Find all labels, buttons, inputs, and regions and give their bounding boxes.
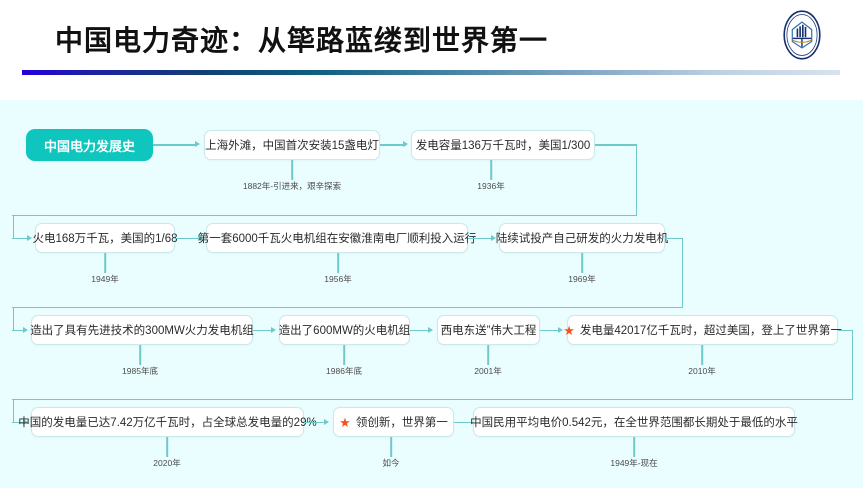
flow-node-label: 第一套6000千瓦火电机组在安徽淮南电厂顺利投入运行 (197, 233, 477, 245)
date-tick (139, 345, 141, 365)
connector-segment (454, 421, 476, 424)
flow-node-label: 西电东送”伟大工程 (440, 325, 537, 337)
connector-segment (304, 421, 326, 424)
connector-segment (665, 237, 683, 240)
date-caption: 1949年 (91, 274, 119, 284)
connector-segment (468, 237, 494, 240)
connector-arrow (324, 418, 329, 425)
flow-node[interactable]: 陆续试投产自己研发的火力发电机 (496, 223, 668, 253)
flow-node-label: 上海外滩，中国首次安装15盏电灯 (205, 140, 379, 152)
connector-segment (12, 306, 682, 309)
flow-node-label: 领创新，世界第一 (355, 417, 448, 429)
connector-segment (12, 329, 25, 332)
connector-arrow (198, 234, 203, 241)
date-tick (701, 345, 703, 365)
flow-node-label: 造出了600MW的火电机组 (278, 325, 411, 337)
flow-node-label: 中国民用平均电价0.542元，在全世界范围都长期处于最低的水平 (470, 417, 798, 429)
date-tick (490, 160, 492, 180)
flow-node[interactable]: 发电容量136万千瓦时，美国1/300 (411, 130, 595, 160)
flow-node[interactable]: 第一套6000千瓦火电机组在安徽淮南电厂顺利投入运行 (198, 223, 476, 253)
connector-segment (175, 237, 201, 240)
connector-segment (153, 144, 195, 146)
date-tick (337, 253, 339, 273)
slide-header: 中国电力奇迹：从筚路蓝缕到世界第一 (0, 0, 863, 100)
connector-segment (12, 398, 15, 423)
page-title: 中国电力奇迹：从筚路蓝缕到世界第一 (55, 25, 549, 56)
connector-segment (410, 329, 430, 332)
connector-segment (635, 144, 638, 216)
connector-arrow (491, 234, 496, 241)
connector-segment (540, 329, 560, 332)
date-caption: 1949年-现在 (610, 458, 658, 468)
connector-segment (12, 214, 15, 239)
date-caption: 2020年 (153, 458, 181, 468)
date-caption: 2001年 (474, 366, 502, 376)
date-tick (166, 437, 168, 457)
connector-segment (253, 329, 273, 332)
flow-node-label: 发电量42017亿千瓦时，超过美国，登上了世界第一 (579, 325, 842, 337)
connector-arrow (403, 140, 408, 147)
flow-node-highlight[interactable]: ★ 领创新，世界第一 (333, 407, 454, 437)
flow-node-label: 火电168万千瓦，美国的1/68 (32, 233, 178, 245)
flow-node[interactable]: 造出了600MW的火电机组 (279, 315, 410, 345)
connector-segment (380, 144, 406, 146)
connector-arrow (195, 140, 200, 147)
connector-segment (12, 237, 29, 240)
flow-node[interactable]: 中国民用平均电价0.542元，在全世界范围都长期处于最低的水平 (470, 407, 798, 437)
flow-node[interactable]: 上海外滩，中国首次安装15盏电灯 (204, 130, 380, 160)
connector-segment (12, 398, 852, 401)
flow-node[interactable]: 西电东送”伟大工程 (437, 315, 540, 345)
date-tick (291, 160, 293, 180)
flowchart-panel: 中国电力发展史 上海外滩，中国首次安装15盏电灯 1882年-引进来，艰辛探索 … (0, 100, 863, 488)
connector-segment (12, 214, 636, 217)
date-tick (104, 253, 106, 273)
connector-arrow (27, 234, 32, 241)
connector-segment (595, 144, 637, 146)
connector-segment (851, 329, 854, 400)
date-caption: 1969年 (568, 274, 596, 284)
date-caption: 1882年-引进来，艰辛探索 (242, 181, 342, 191)
connector-segment (681, 237, 684, 308)
connector-arrow (558, 326, 563, 333)
date-caption: 1985年底 (122, 366, 158, 376)
date-tick (581, 253, 583, 273)
flow-node-label: 发电容量136万千瓦时，美国1/300 (415, 140, 591, 152)
flow-node[interactable]: 中国的发电量已达7.42万亿千瓦时，占全球总发电量的29% (18, 407, 317, 437)
title-underline-rule (22, 70, 840, 75)
university-logo-icon (783, 10, 821, 60)
flow-node-highlight[interactable]: ★ 发电量42017亿千瓦时，超过美国，登上了世界第一 (563, 315, 842, 345)
date-caption: 1986年底 (326, 366, 362, 376)
date-tick (390, 437, 392, 457)
date-caption: 1936年 (477, 181, 505, 191)
date-caption: 如今 (382, 458, 400, 468)
flow-node[interactable]: 造出了具有先进技术的300MW火力发电机组 (30, 315, 254, 345)
flow-node[interactable]: 火电168万千瓦，美国的1/68 (32, 223, 178, 253)
connector-arrow (271, 326, 276, 333)
connector-segment (12, 306, 15, 331)
flow-node-label: 陆续试投产自己研发的火力发电机 (495, 233, 669, 245)
connector-arrow (428, 326, 433, 333)
star-icon: ★ (563, 322, 575, 338)
star-icon: ★ (339, 414, 351, 430)
date-tick (487, 345, 489, 365)
date-tick (343, 345, 345, 365)
flow-node-label: 中国的发电量已达7.42万亿千瓦时，占全球总发电量的29% (18, 417, 317, 429)
date-caption: 2010年 (688, 366, 716, 376)
date-tick (633, 437, 635, 457)
connector-segment (12, 421, 25, 424)
connector-segment (838, 329, 852, 332)
connector-arrow (23, 326, 28, 333)
flow-node-label: 造出了具有先进技术的300MW火力发电机组 (30, 325, 254, 337)
date-caption: 1956年 (324, 274, 352, 284)
flow-root-node[interactable]: 中国电力发展史 (26, 129, 153, 161)
connector-arrow (23, 418, 28, 425)
